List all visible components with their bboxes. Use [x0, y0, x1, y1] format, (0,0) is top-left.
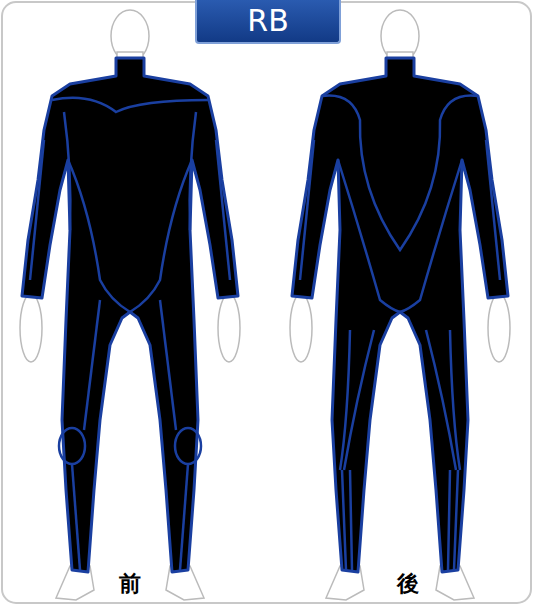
series-name: RB: [247, 6, 288, 36]
title-box: RB: [195, 0, 341, 44]
back-figure: [290, 10, 510, 600]
front-figure: [20, 10, 240, 600]
view-label: 前: [119, 573, 141, 595]
view-label: 後: [397, 573, 419, 595]
